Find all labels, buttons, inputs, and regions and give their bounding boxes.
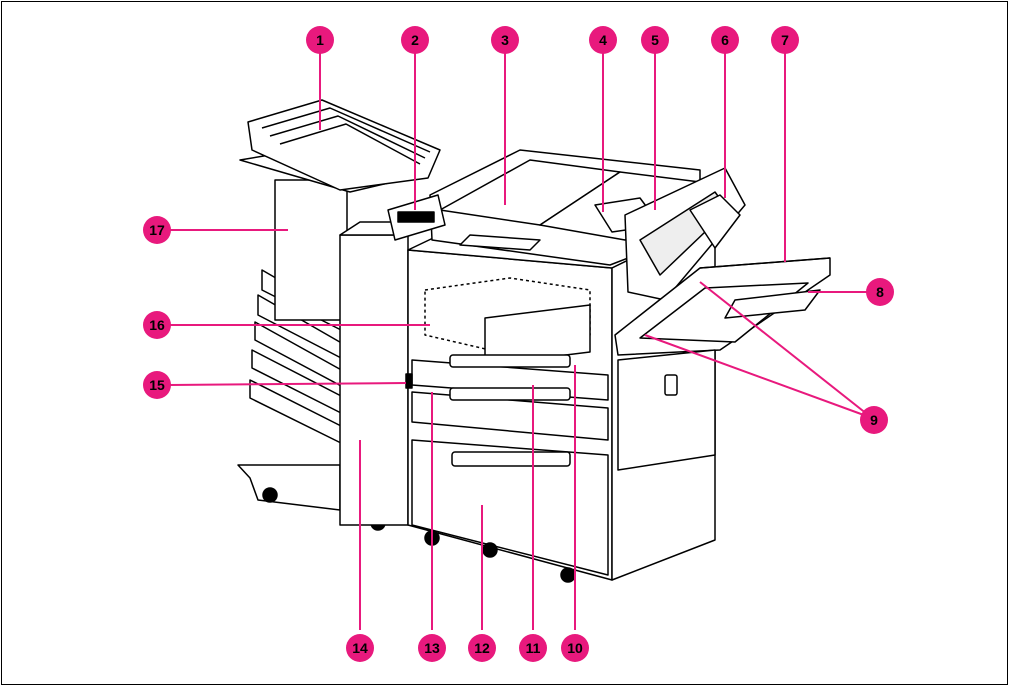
callout-3: 3	[491, 26, 519, 54]
callout-12: 12	[468, 634, 496, 662]
svg-text:7: 7	[781, 32, 789, 48]
svg-text:2: 2	[411, 32, 419, 48]
callout-16: 16	[143, 311, 171, 339]
svg-text:16: 16	[149, 317, 165, 333]
callout-7: 7	[771, 26, 799, 54]
svg-text:5: 5	[651, 32, 659, 48]
base-cabinet	[339, 234, 409, 526]
svg-text:6: 6	[721, 32, 729, 48]
svg-text:14: 14	[352, 640, 368, 656]
callout-8: 8	[866, 278, 894, 306]
callout-6: 6	[711, 26, 739, 54]
svg-text:4: 4	[599, 32, 607, 48]
svg-text:11: 11	[526, 640, 541, 656]
svg-text:13: 13	[424, 640, 440, 656]
svg-text:15: 15	[149, 377, 165, 393]
tray-1	[614, 257, 831, 356]
svg-text:9: 9	[870, 412, 878, 428]
svg-text:3: 3	[501, 32, 509, 48]
callout-4: 4	[589, 26, 617, 54]
callout-13: 13	[418, 634, 446, 662]
callouts: 1 2 3 4 5 6 7 8 9 10 11 12 13 14 15 16 1…	[143, 26, 894, 662]
callout-10: 10	[561, 634, 589, 662]
callout-1: 1	[306, 26, 334, 54]
right-door	[617, 349, 716, 471]
svg-text:8: 8	[876, 284, 884, 300]
callout-11: 11	[519, 634, 547, 662]
callout-5: 5	[641, 26, 669, 54]
callout-9: 9	[860, 406, 888, 434]
callout-15: 15	[143, 371, 171, 399]
svg-text:1: 1	[316, 32, 324, 48]
output-tray	[247, 99, 441, 191]
callout-2: 2	[401, 26, 429, 54]
svg-text:17: 17	[149, 222, 165, 238]
callout-17: 17	[143, 216, 171, 244]
callout-14: 14	[346, 634, 374, 662]
svg-text:12: 12	[474, 640, 490, 656]
svg-text:10: 10	[567, 640, 583, 656]
leader-lines	[169, 52, 878, 630]
